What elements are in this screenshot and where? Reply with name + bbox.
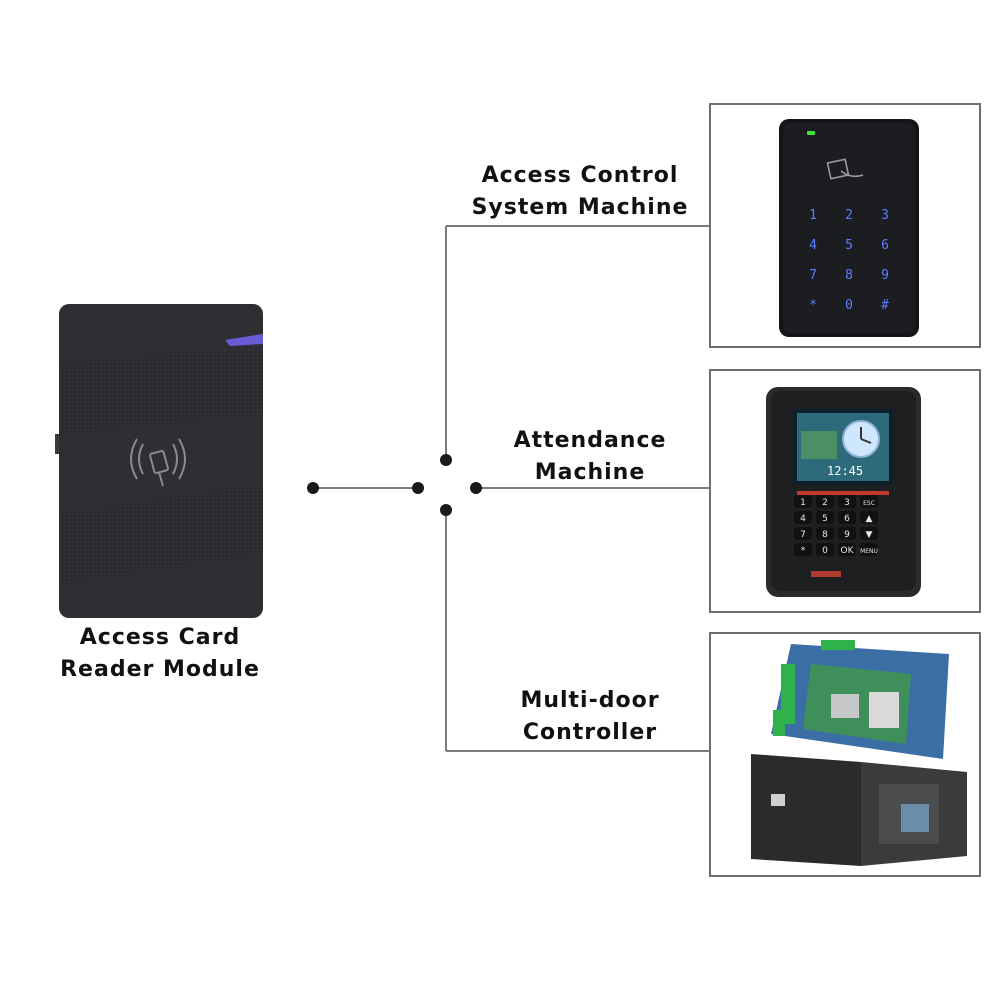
access-key: 6 [881, 238, 889, 253]
attendance-key: 5 [822, 514, 828, 524]
access-control-label-line2: System Machine [471, 195, 689, 220]
card-tap-icon [826, 158, 864, 180]
clock-readout: 12:45 [827, 464, 863, 478]
access-key: 2 [845, 208, 853, 223]
connector-dot-hub-right [470, 482, 482, 494]
attendance-key-cap [794, 527, 812, 540]
reader-label: Access Card Reader Module [40, 622, 280, 686]
multidoor-label-line2: Controller [522, 720, 658, 745]
access-key: 8 [845, 268, 853, 283]
attendance-key-cap [838, 495, 856, 508]
attendance-device: 12:45 1 2 3 ESC 4 5 6 ▲ 7 8 9 ▼ * 0 OK MENU [766, 387, 921, 597]
status-led [807, 131, 815, 135]
attendance-key-cap [860, 543, 878, 556]
access-control-device: 1 2 3 4 5 6 7 8 9 * 0 # [779, 119, 919, 337]
attendance-key: MENU [860, 548, 878, 555]
attendance-key: 6 [844, 514, 850, 524]
attendance-key-cap [838, 543, 856, 556]
rfid-wave-icon [130, 438, 186, 480]
attendance-label-line1: Attendance [513, 428, 667, 453]
attendance-key: 4 [800, 514, 806, 524]
attendance-key: ESC [863, 500, 875, 507]
attendance-key: ▼ [866, 530, 873, 540]
access-key: 9 [881, 268, 889, 283]
access-control-label-line1: Access Control [481, 163, 679, 188]
multidoor-controller-device [751, 640, 967, 866]
card-tap-icon [149, 449, 169, 487]
attendance-key: 9 [844, 530, 850, 540]
attendance-key-cap [794, 511, 812, 524]
reader-label-line2: Reader Module [60, 657, 260, 682]
attendance-key-cap [838, 511, 856, 524]
attendance-keypad: 1 2 3 ESC 4 5 6 ▲ 7 8 9 ▼ * 0 OK MENU [794, 495, 878, 556]
access-key: 7 [809, 268, 817, 283]
connector-dot-hub-left [412, 482, 424, 494]
attendance-key-cap [816, 527, 834, 540]
attendance-key: OK [841, 546, 855, 556]
access-control-frame: 1 2 3 4 5 6 7 8 9 * 0 # [709, 103, 981, 348]
attendance-label: Attendance Machine [470, 425, 710, 489]
connector-dot-reader [307, 482, 319, 494]
attendance-key-cap [860, 511, 878, 524]
card-reader-device [55, 304, 263, 618]
attendance-key-cap [816, 495, 834, 508]
access-key: 0 [845, 298, 853, 313]
attendance-key-cap [860, 495, 878, 508]
multidoor-label: Multi-door Controller [470, 685, 710, 749]
attendance-key: 7 [800, 530, 806, 540]
attendance-key: 1 [800, 498, 806, 508]
access-key: 1 [809, 208, 817, 223]
controller-board [771, 640, 949, 759]
attendance-key: 2 [822, 498, 828, 508]
attendance-key-cap [794, 495, 812, 508]
access-control-label: Access Control System Machine [460, 160, 700, 224]
attendance-key: 8 [822, 530, 828, 540]
attendance-key: ▲ [866, 514, 873, 524]
attendance-key-cap [816, 543, 834, 556]
connector-dot-hub-bottom [440, 504, 452, 516]
access-key: 3 [881, 208, 889, 223]
attendance-key-cap [816, 511, 834, 524]
controller-enclosure [751, 754, 967, 866]
reader-label-line1: Access Card [79, 625, 241, 650]
access-key: # [881, 298, 889, 313]
attendance-key: 3 [844, 498, 850, 508]
attendance-key-cap [794, 543, 812, 556]
attendance-frame: 12:45 1 2 3 ESC 4 5 6 ▲ 7 8 9 ▼ * 0 OK MENU [709, 369, 981, 613]
access-key: * [809, 298, 817, 313]
connector-dot-hub-top [440, 454, 452, 466]
multidoor-frame [709, 632, 981, 877]
access-keypad: 1 2 3 4 5 6 7 8 9 * 0 # [809, 208, 889, 313]
attendance-key: * [801, 546, 806, 556]
multidoor-label-line1: Multi-door [520, 688, 660, 713]
attendance-key: 0 [822, 546, 828, 556]
attendance-key-cap [838, 527, 856, 540]
access-key: 4 [809, 238, 817, 253]
access-key: 5 [845, 238, 853, 253]
attendance-label-line2: Machine [534, 460, 646, 485]
attendance-key-cap [860, 527, 878, 540]
